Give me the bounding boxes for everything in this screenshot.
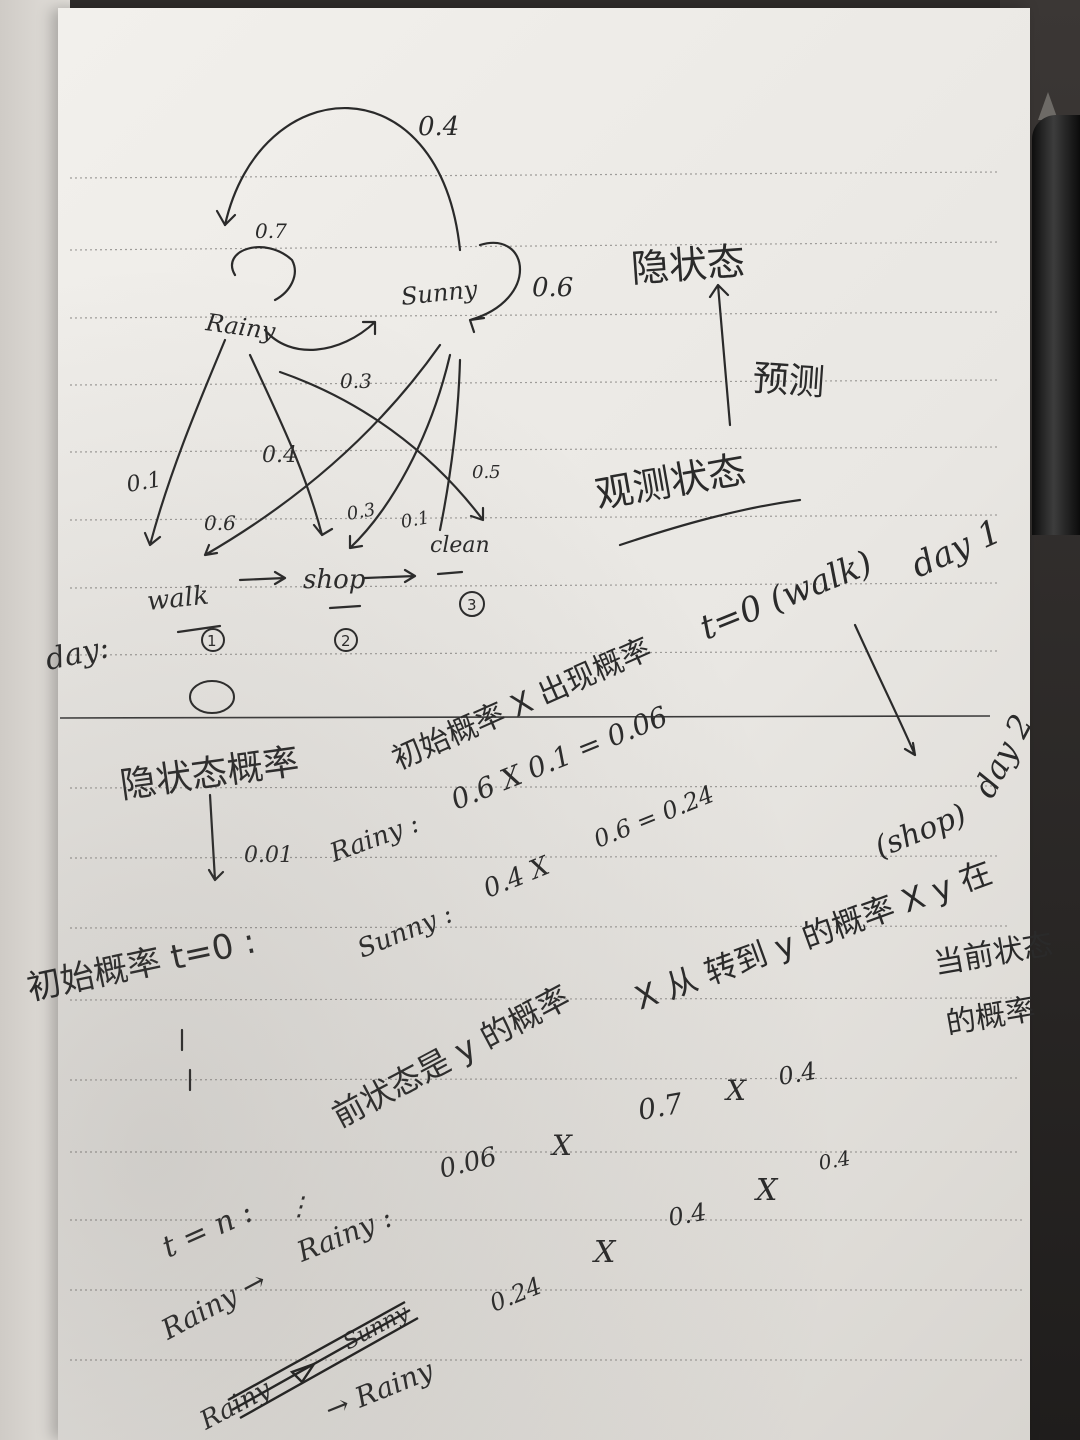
prob-sunny-shop: 0.3 — [345, 499, 377, 525]
calc3-x: X — [592, 1235, 617, 1270]
pen — [1032, 115, 1080, 535]
day-label: day: — [42, 630, 112, 678]
calc2-x2: X — [754, 1173, 779, 1208]
day1-label: day 1 — [905, 512, 1007, 587]
prob-sunny-to-rainy: 0.4 — [418, 112, 459, 142]
prev-state-prob: 前状态是 y 的概率 — [326, 978, 576, 1135]
continuation-dots: ⋮ — [286, 1192, 312, 1222]
hidden-state-note: 隐状态 — [630, 239, 747, 291]
obs-walk: walk — [146, 581, 211, 617]
sunny-prob-expr-b: 0.6 = 0.24 — [590, 780, 718, 854]
prob-sunny-walk: 0.6 — [204, 511, 236, 535]
calc3-b: 0.24 — [486, 1272, 546, 1318]
sunny-prob-expr-a: 0.4 X — [479, 851, 555, 905]
scribble-strikeout — [227, 1300, 419, 1420]
calc1-a: 0.7 — [635, 1087, 685, 1127]
rainy-arrow-label: Rainy → — [155, 1264, 272, 1347]
day1-observation: t=0 (walk) — [694, 543, 878, 648]
observed-state-note: 观测状态 — [592, 447, 749, 517]
state-diagram-edges — [143, 107, 917, 1092]
obs-walk-number: 1 — [207, 632, 217, 650]
calc2-x1: X — [550, 1129, 573, 1162]
calc2-a: 0.06 — [436, 1142, 499, 1185]
prob-rainy-clean: 0.5 — [472, 462, 501, 483]
prob-sunny-clean: 0.1 — [399, 507, 431, 533]
pen-tip — [1038, 92, 1058, 120]
obs-clean: clean — [430, 533, 490, 558]
rainy-prob-label: Rainy : — [325, 809, 423, 869]
prob-rainy-walk: 0.1 — [125, 467, 164, 498]
state-rainy: Rainy — [203, 308, 277, 346]
init-vector: 0.01 — [244, 843, 293, 868]
formula-line-1: X 从 转到 y 的概率 X y 在 — [630, 853, 997, 1018]
init-prob-t0: 初始概率 t=0 : — [24, 921, 260, 1008]
notebook-page — [58, 8, 1030, 1440]
prob-rainy-self: 0.7 — [255, 219, 287, 243]
day2-label: day 2 — [966, 708, 1041, 804]
observation-number-circles — [189, 591, 485, 714]
calc1-b: 0.4 — [776, 1057, 818, 1091]
predict-note: 预测 — [751, 358, 826, 404]
obs-clean-number: 3 — [467, 596, 477, 614]
divider-line — [59, 715, 991, 719]
calc1-x: X — [724, 1074, 747, 1107]
t-equals-n: t = n : — [157, 1195, 258, 1266]
day2-observation: (shop) — [870, 797, 972, 865]
sunny-prob-label: Sunny : — [353, 899, 457, 964]
obs-shop: shop — [303, 565, 366, 595]
prob-sunny-self: 0.6 — [532, 273, 573, 303]
prob-rainy-shop: 0.4 — [262, 443, 297, 468]
prob-rainy-to-sunny: 0.3 — [340, 369, 372, 393]
obs-shop-number: 2 — [341, 632, 351, 650]
state-sunny: Sunny — [400, 275, 479, 311]
formula-line-3: 的概率 — [943, 992, 1038, 1042]
formula-line-2: 当前状态 — [931, 927, 1055, 982]
calc3-a: 0.4 — [666, 1198, 708, 1232]
ruled-lines — [69, 171, 1025, 1361]
calc2-b: 0.4 — [817, 1146, 852, 1175]
